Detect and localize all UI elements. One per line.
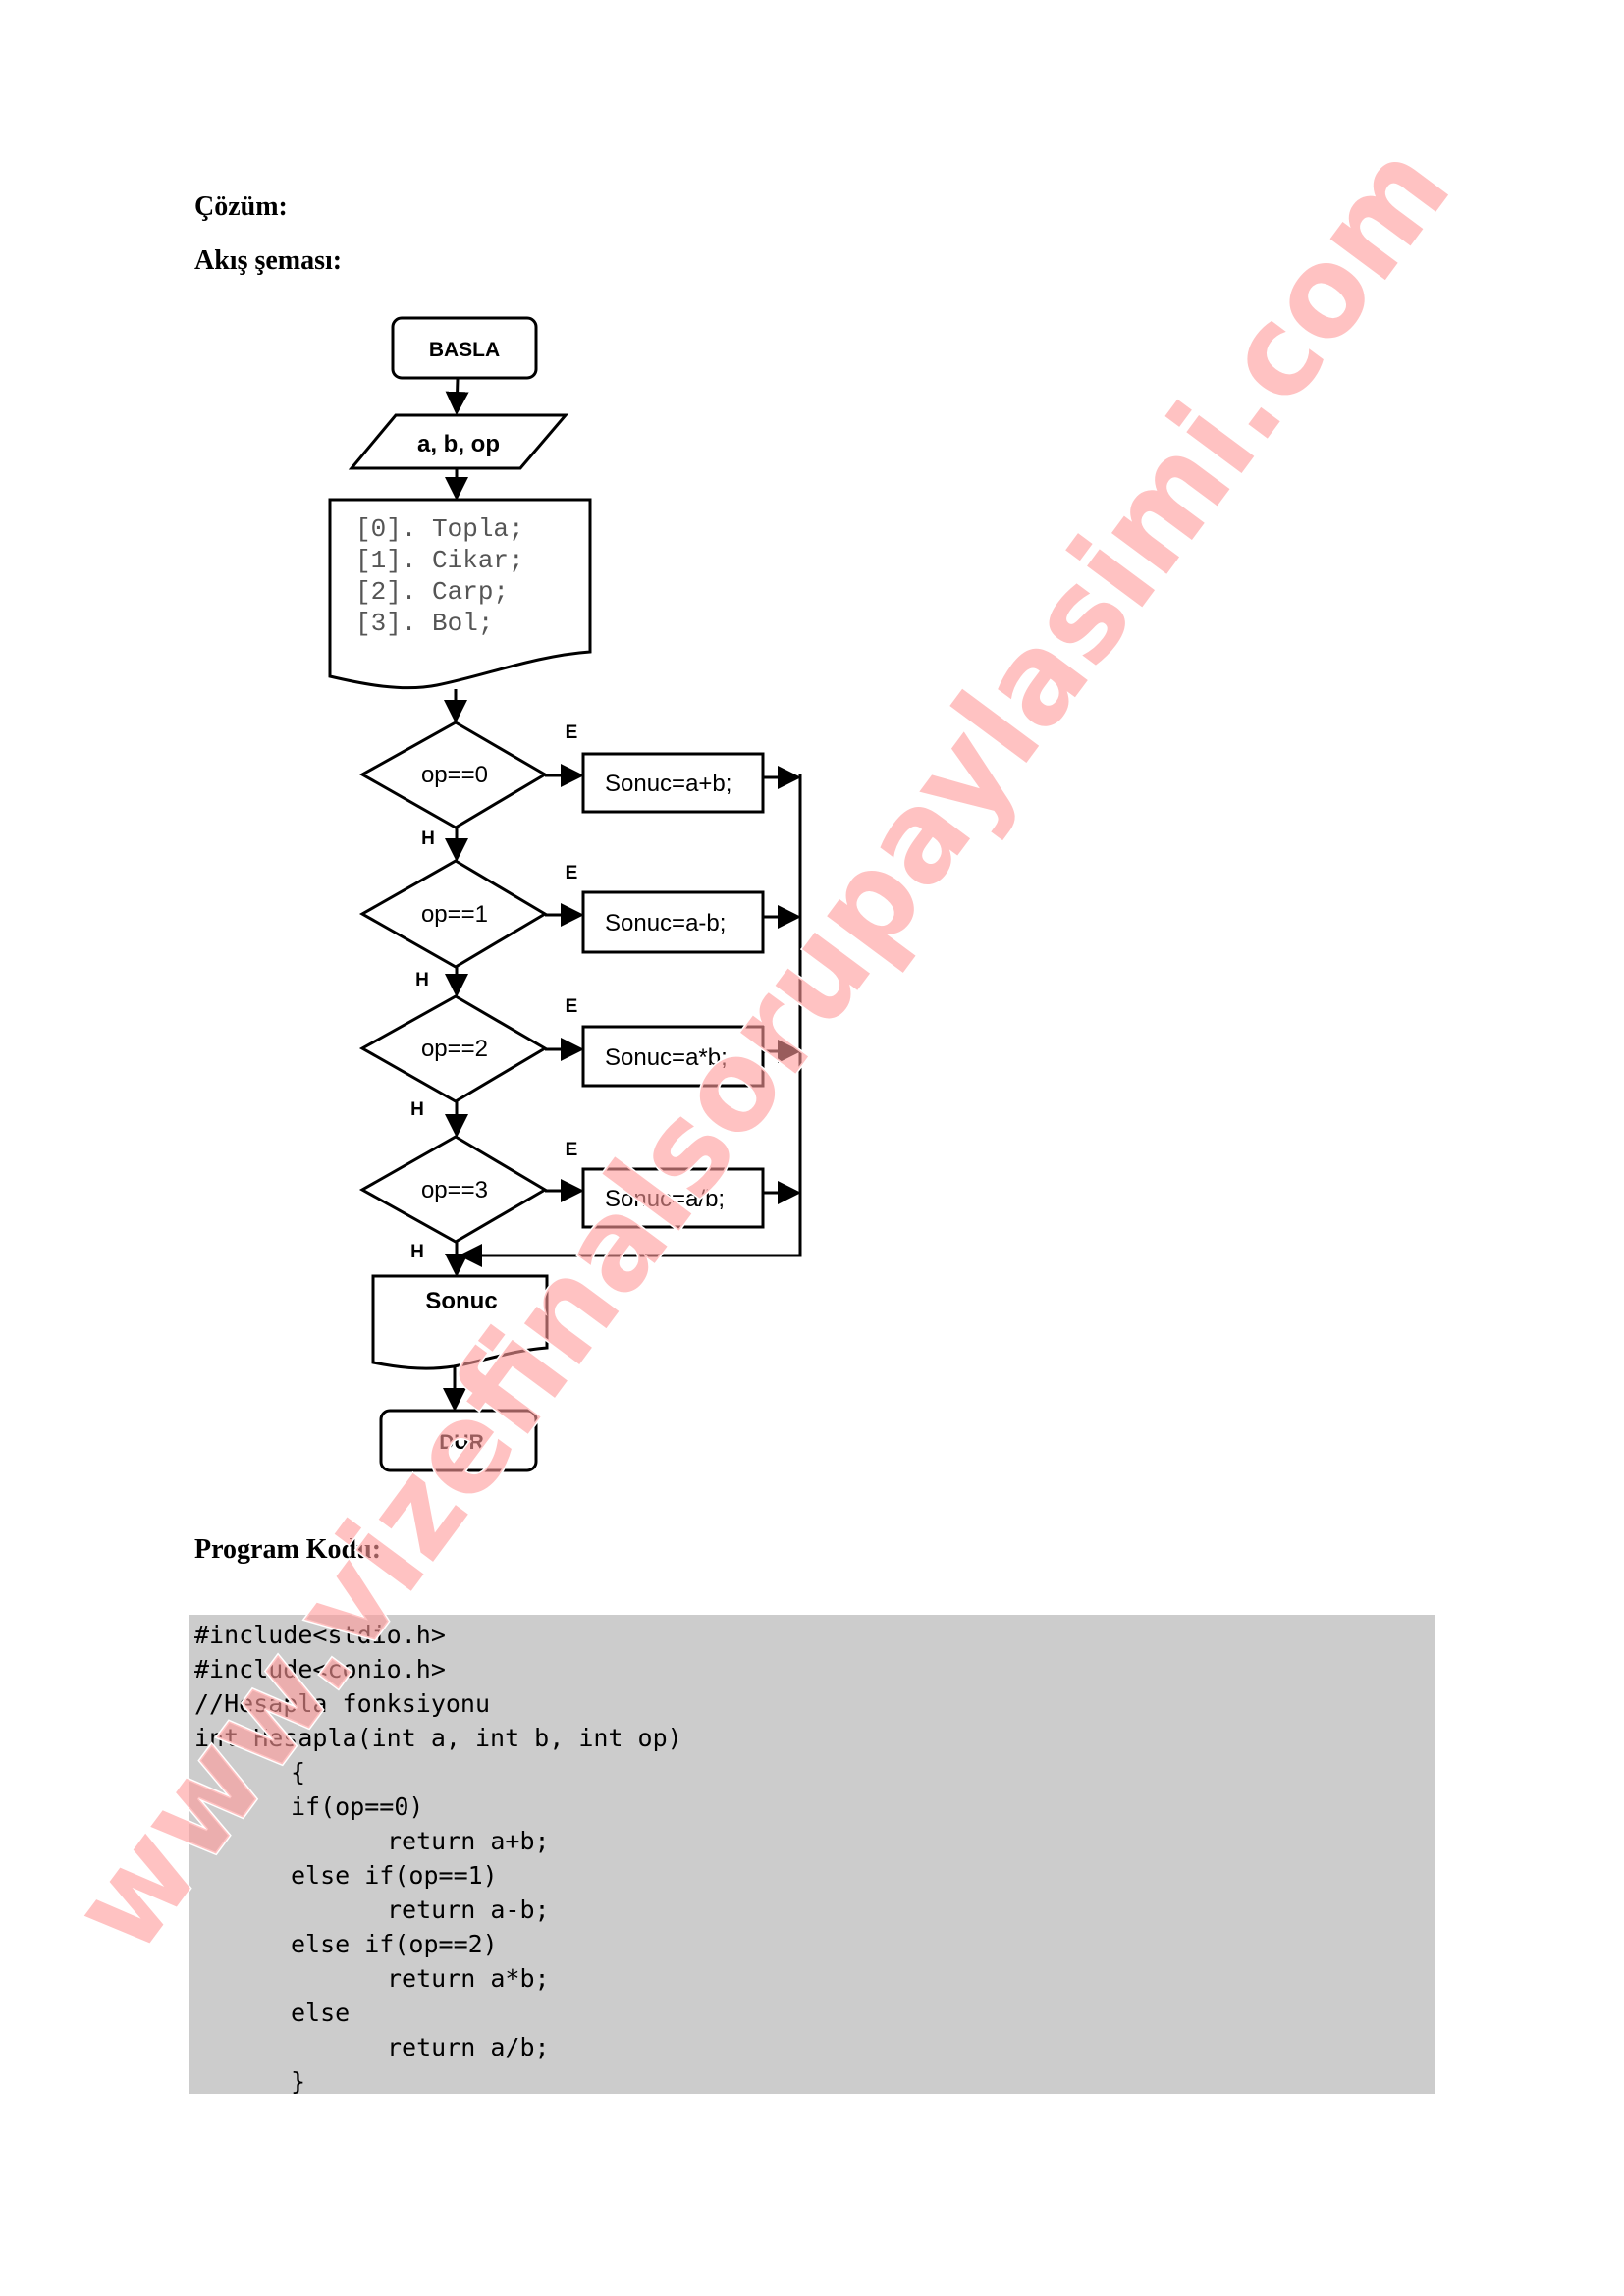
input-parallelogram: a, b, op bbox=[348, 413, 569, 470]
end-label: DUR bbox=[439, 1431, 484, 1454]
decision-op2: op==2 bbox=[358, 994, 548, 1103]
menu-line: [1]. Cikar; bbox=[355, 546, 524, 575]
process-label: Sonuc=a-b; bbox=[605, 910, 726, 936]
no-label: H bbox=[415, 970, 429, 990]
solution-heading: Çözüm: bbox=[194, 191, 288, 222]
flowchart-heading: Akış şeması: bbox=[194, 245, 343, 276]
decision-op0: op==0 bbox=[358, 721, 548, 829]
code-line: int Hesapla(int a, int b, int op) bbox=[194, 1724, 682, 1752]
code-line: if(op==0) bbox=[194, 1792, 424, 1821]
merge-line bbox=[459, 774, 802, 1267]
output-label: Sonuc bbox=[425, 1288, 497, 1314]
program-code-heading: Program Kodu: bbox=[194, 1534, 382, 1565]
decision-op1: op==1 bbox=[358, 859, 548, 969]
process-add: Sonuc=a+b; bbox=[581, 752, 765, 814]
process-divide: Sonuc=a/b; bbox=[581, 1167, 765, 1229]
process-subtract: Sonuc=a-b; bbox=[581, 890, 765, 954]
no-label: H bbox=[410, 1099, 424, 1120]
input-label: a, b, op bbox=[417, 431, 500, 457]
code-line: return a+b; bbox=[194, 1827, 550, 1855]
yes-label: E bbox=[566, 722, 578, 743]
process-label: Sonuc=a/b; bbox=[605, 1186, 725, 1212]
menu-document: [0]. Topla; [1]. Cikar; [2]. Carp; [3]. … bbox=[328, 498, 592, 690]
code-line: { bbox=[194, 1758, 306, 1787]
process-label: Sonuc=a*b; bbox=[605, 1044, 728, 1071]
yes-label: E bbox=[566, 996, 578, 1017]
start-terminal: BASLA bbox=[391, 316, 538, 380]
code-line: #include<stdio.h> bbox=[194, 1621, 446, 1649]
code-line: return a/b; bbox=[194, 2033, 550, 2061]
code-line: else bbox=[194, 1999, 351, 2027]
code-block: #include<stdio.h> #include<conio.h> //He… bbox=[189, 1615, 1435, 2096]
flow-arrow bbox=[445, 378, 469, 415]
flowchart: BASLA a, b, op [0]. Topla; [1]. Cikar; [… bbox=[328, 316, 802, 1472]
menu-line: [3]. Bol; bbox=[355, 609, 493, 638]
menu-line: [0]. Topla; bbox=[355, 514, 524, 544]
code-line: return a-b; bbox=[194, 1896, 550, 1924]
code-line: return a*b; bbox=[194, 1964, 550, 1993]
no-label: H bbox=[421, 828, 435, 849]
decision-label: op==0 bbox=[421, 762, 488, 788]
process-multiply: Sonuc=a*b; bbox=[581, 1025, 765, 1088]
decision-op3: op==3 bbox=[358, 1135, 548, 1244]
yes-label: E bbox=[566, 1140, 578, 1160]
yes-label: E bbox=[566, 863, 578, 883]
decision-label: op==1 bbox=[421, 901, 488, 928]
start-label: BASLA bbox=[429, 339, 500, 361]
code-line: } bbox=[194, 2067, 306, 2096]
menu-line: [2]. Carp; bbox=[355, 577, 509, 607]
code-line: else if(op==1) bbox=[194, 1861, 498, 1890]
code-line: #include<conio.h> bbox=[194, 1655, 446, 1683]
process-label: Sonuc=a+b; bbox=[605, 771, 731, 797]
no-label: H bbox=[410, 1242, 424, 1262]
decision-label: op==3 bbox=[421, 1177, 488, 1203]
code-line: //Hesapla fonksiyonu bbox=[194, 1689, 491, 1718]
code-line: else if(op==2) bbox=[194, 1930, 498, 1958]
end-terminal: DUR bbox=[379, 1409, 538, 1472]
output-document: Sonuc bbox=[371, 1274, 549, 1370]
decision-label: op==2 bbox=[421, 1036, 488, 1062]
